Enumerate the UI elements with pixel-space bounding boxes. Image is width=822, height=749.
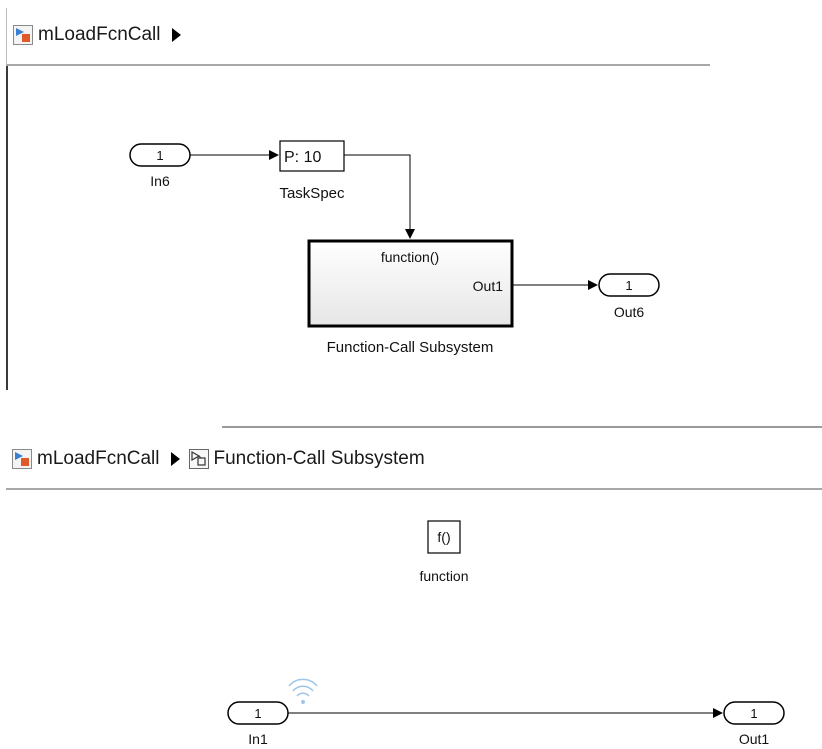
breadcrumb-arrow-icon[interactable] <box>171 28 181 42</box>
signal-line-taskspec-subsystem[interactable] <box>344 154 415 239</box>
subsystem-trigger-port-label: function() <box>381 249 439 265</box>
outport-block-out1[interactable]: 1 <box>723 701 785 725</box>
model-icon[interactable] <box>12 449 32 469</box>
breadcrumb-model-label[interactable]: mLoadFcnCall <box>38 24 161 45</box>
breadcrumb-bar: mLoadFcnCall Function-Call Subsystem <box>6 432 822 490</box>
breadcrumb-model-label[interactable]: mLoadFcnCall <box>37 448 160 469</box>
model-icon[interactable] <box>13 25 33 45</box>
inport-label-in6: In6 <box>150 173 170 189</box>
svg-text:P: 10: P: 10 <box>284 149 321 166</box>
svg-text:1: 1 <box>254 706 261 721</box>
bottom-canvas-panel: mLoadFcnCall Function-Call Subsystem f() <box>0 426 822 749</box>
outport-label-out6: Out6 <box>614 304 645 320</box>
bottom-diagram: f() function 1 In1 1 Out1 <box>227 520 785 747</box>
outport-label-out1: Out1 <box>739 731 770 747</box>
inport-block-in1[interactable]: 1 <box>227 701 289 725</box>
function-call-subsystem-block[interactable]: function() Out1 <box>307 239 514 328</box>
panel-top-border <box>222 426 822 428</box>
breadcrumb: mLoadFcnCall Function-Call Subsystem <box>12 448 425 470</box>
trigger-port-label: function <box>419 568 468 584</box>
breadcrumb-subsystem-label[interactable]: Function-Call Subsystem <box>213 448 425 469</box>
subsystem-icon[interactable] <box>188 449 209 469</box>
subsystem-label: Function-Call Subsystem <box>327 339 494 356</box>
signal-wifi-icon[interactable] <box>288 678 318 704</box>
inport-label-in1: In1 <box>248 731 268 747</box>
breadcrumb: mLoadFcnCall <box>13 24 185 46</box>
taskspec-block[interactable]: P: 10 <box>279 140 345 172</box>
top-canvas-panel: mLoadFcnCall 1 In6 P: 10 TaskSpec <box>0 0 710 390</box>
outport-block-out6[interactable]: 1 <box>598 273 660 297</box>
svg-text:1: 1 <box>156 148 163 163</box>
breadcrumb-arrow-icon[interactable] <box>170 452 180 466</box>
trigger-port-block[interactable]: f() <box>427 520 461 554</box>
subsystem-out-port-label: Out1 <box>473 278 504 294</box>
breadcrumb-bar: mLoadFcnCall <box>6 8 710 66</box>
top-diagram: 1 In6 P: 10 TaskSpec function() Out1 Fun… <box>129 140 660 356</box>
canvas-left-border <box>6 66 8 390</box>
svg-text:f(): f() <box>437 529 450 545</box>
inport-block-in6[interactable]: 1 <box>129 143 191 167</box>
svg-text:1: 1 <box>750 706 757 721</box>
taskspec-label: TaskSpec <box>279 185 345 202</box>
svg-text:1: 1 <box>625 278 632 293</box>
